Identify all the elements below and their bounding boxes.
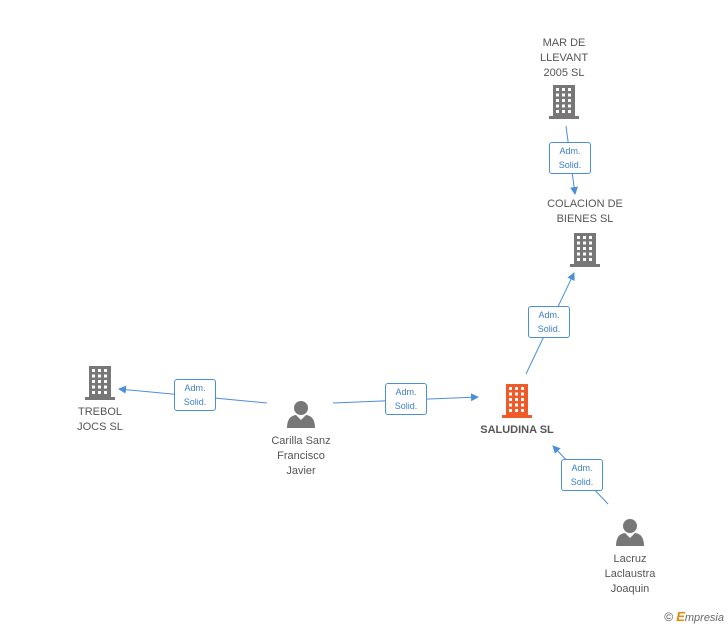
node-label-carilla[interactable]: Carilla Sanz Francisco Javier [271,435,331,477]
building-icon-mar[interactable] [549,85,579,119]
brand-logo-letter: E [676,609,685,624]
building-icon-trebol[interactable] [85,366,115,400]
node-label-lacruz[interactable]: Lacruz Laclaustra Joaquin [604,553,656,595]
copyright-symbol: © [664,610,674,624]
edge-label-carilla-trebol[interactable]: Adm. Solid. [174,379,216,411]
brand-logo-text: mpresia [684,612,724,624]
edge-label-mar-colacion[interactable]: Adm. Solid. [549,142,591,174]
node-label-mar[interactable]: MAR DE LLEVANT 2005 SL [539,37,589,79]
edge-label-lacruz-saludina[interactable]: Adm. Solid. [561,459,603,491]
building-icon-colacion[interactable] [570,233,600,267]
edge-label-saludina-colacion[interactable]: Adm. Solid. [528,306,570,338]
building-icon-saludina[interactable] [502,384,532,418]
edge-label-carilla-saludina[interactable]: Adm. Solid. [385,383,427,415]
node-label-colacion[interactable]: COLACION DE BIENES SL [547,198,623,225]
person-icon-lacruz[interactable] [616,519,644,546]
node-label-trebol[interactable]: TREBOL JOCS SL [77,406,123,433]
node-label-saludina[interactable]: SALUDINA SL [480,424,554,436]
person-icon-carilla[interactable] [287,401,315,428]
footer-brand[interactable]: © Empresia [664,609,724,624]
